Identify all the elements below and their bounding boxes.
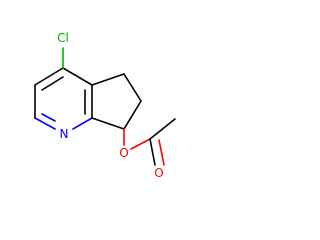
bond-c4-c4a [62, 67, 93, 86]
bond-c4a-c5 [91, 73, 125, 86]
nitrogen-atom-label: N [60, 127, 69, 141]
bond-c6-c7 [123, 100, 142, 130]
bond-n-c2-inner [41, 113, 56, 122]
ester-oxygen-atom-label: O [119, 146, 128, 160]
bond-c7a-n [72, 117, 93, 130]
bond-c3-c4 [34, 67, 64, 86]
bond-acyl-carbon-carbonyl-o-right [158, 139, 165, 166]
bond-c7-c7a [91, 117, 125, 130]
carbonyl-oxygen-atom-label: O [154, 166, 163, 180]
bond-acyl-carbon-carbonyl-o-left [149, 138, 156, 166]
bond-acyl-carbon-methyl [149, 118, 176, 140]
bond-c5-c6 [123, 73, 142, 102]
bond-c3-c4-inner [41, 76, 64, 91]
chemical-structure-diagram: Cl N O O [34, 31, 176, 180]
bond-n-c2 [34, 117, 56, 130]
bond-o-acyl-carbon [130, 138, 151, 150]
chlorine-atom-label: Cl [57, 31, 69, 45]
